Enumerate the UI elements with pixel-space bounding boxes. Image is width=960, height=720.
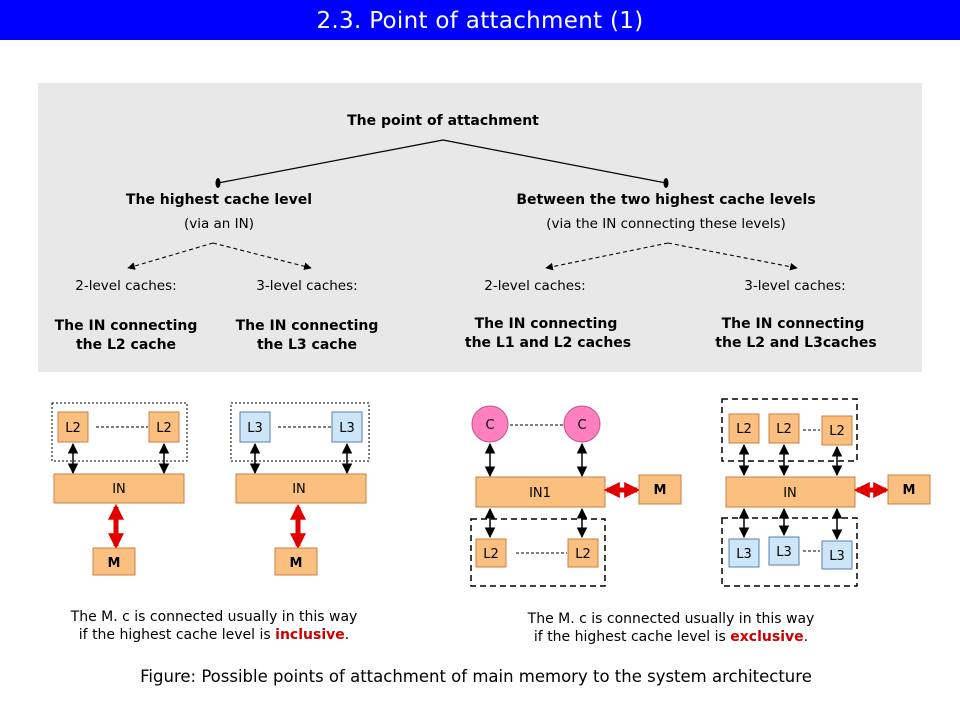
- leaf-2-label: 3-level caches:: [256, 278, 357, 294]
- leaf-4-label: 3-level caches:: [744, 278, 845, 294]
- d4-l2-group: [721, 398, 858, 462]
- exclusive-emphasis: exclusive: [730, 629, 803, 645]
- leaf-3-label: 2-level caches:: [484, 278, 585, 294]
- left-note-line-2: if the highest cache level is inclusive.: [79, 627, 349, 643]
- d4-l3-b-label: L3: [776, 545, 792, 560]
- d1-in-label: IN: [112, 482, 126, 497]
- d2-l3-left-label: L3: [247, 421, 263, 436]
- d4-l2-b: [768, 413, 800, 444]
- d4-l2-c-label: L2: [829, 424, 845, 439]
- d4-l2-a: [728, 413, 760, 444]
- d1-l2-right-label: L2: [156, 421, 172, 436]
- left-heading: The highest cache level: [126, 192, 312, 208]
- title-bar: [0, 0, 960, 40]
- d1-memory-label: M: [108, 556, 121, 571]
- d1-l2-right: [148, 411, 180, 443]
- d4-l3-group: [721, 517, 858, 587]
- d4-in-label: IN: [783, 486, 797, 501]
- leaf-3-line-2: the L1 and L2 caches: [465, 335, 631, 351]
- leaf-4-line-1: The IN connecting: [722, 316, 865, 332]
- d4-memory-label: M: [903, 483, 916, 498]
- d2-l3-right-label: L3: [339, 421, 355, 436]
- left-note-line-1: The M. c is connected usually in this wa…: [70, 609, 358, 625]
- d2-l3-right: [331, 411, 363, 443]
- d4-memory-block: [887, 474, 931, 505]
- d3-l2-right: [567, 538, 599, 568]
- d2-in-label: IN: [292, 482, 306, 497]
- d3-l2-right-label: L2: [575, 547, 591, 562]
- left-subheading: (via an IN): [184, 216, 254, 232]
- d1-in-block: [53, 473, 185, 504]
- dashed-arrow-4: [667, 242, 798, 271]
- d2-l3-left: [239, 411, 271, 443]
- d4-l3-c-label: L3: [829, 549, 845, 564]
- leaf-2-line-2: the L3 cache: [257, 337, 357, 353]
- d3-cpu-left-label: C: [485, 418, 494, 433]
- d4-l3-c: [821, 540, 853, 570]
- tree-node-right: [663, 178, 669, 188]
- d3-memory-block: [638, 474, 682, 505]
- d3-cpu-right: [563, 405, 601, 443]
- d4-l3-b: [768, 536, 800, 566]
- d3-in1-label: IN1: [529, 486, 551, 501]
- d1-cache-group: [51, 402, 188, 462]
- leaf-4-line-2: the L2 and L3caches: [715, 335, 876, 351]
- d4-l2-c: [821, 415, 853, 446]
- d4-in-block: [725, 476, 856, 508]
- d3-cpu-right-label: C: [577, 418, 586, 433]
- right-note-line-1: The M. c is connected usually in this wa…: [527, 611, 815, 627]
- classification-panel: [38, 83, 922, 372]
- d4-l3-a: [728, 538, 760, 568]
- dashed-arrow-2: [212, 242, 312, 271]
- tree-node-left: [215, 178, 221, 188]
- slide-title: 2.3. Point of attachment (1): [316, 8, 644, 34]
- tree-line-right: [442, 139, 667, 184]
- d4-l3-a-label: L3: [736, 547, 752, 562]
- d3-l2-left: [475, 538, 507, 568]
- figure-caption: Figure: Possible points of attachment of…: [140, 667, 812, 686]
- leaf-1-line-1: The IN connecting: [55, 318, 198, 334]
- dashed-arrow-3: [545, 242, 669, 271]
- leaf-1-line-2: the L2 cache: [76, 337, 176, 353]
- d2-in-block: [235, 473, 367, 504]
- right-subheading: (via the IN connecting these levels): [546, 216, 786, 232]
- d2-memory-block: [274, 547, 318, 576]
- dashed-arrow-1: [127, 242, 214, 270]
- d3-in1-block: [475, 476, 606, 508]
- right-heading: Between the two highest cache levels: [516, 192, 815, 208]
- d1-memory-block: [92, 547, 136, 576]
- d4-l2-b-label: L2: [776, 422, 792, 437]
- d3-l2-left-label: L2: [483, 547, 499, 562]
- tree-root: The point of attachment: [347, 113, 539, 129]
- tree-line-left: [217, 139, 444, 184]
- d4-l2-a-label: L2: [736, 422, 752, 437]
- d1-l2-left: [57, 411, 89, 443]
- d2-memory-label: M: [290, 556, 303, 571]
- leaf-3-line-1: The IN connecting: [475, 316, 618, 332]
- leaf-1-label: 2-level caches:: [75, 278, 176, 294]
- right-note-line-2: if the highest cache level is exclusive.: [534, 629, 808, 645]
- d3-memory-label: M: [654, 483, 667, 498]
- d1-l2-left-label: L2: [65, 421, 81, 436]
- d2-cache-group: [230, 402, 370, 462]
- leaf-2-line-1: The IN connecting: [236, 318, 379, 334]
- inclusive-emphasis: inclusive: [275, 627, 345, 643]
- d3-cpu-left: [471, 405, 509, 443]
